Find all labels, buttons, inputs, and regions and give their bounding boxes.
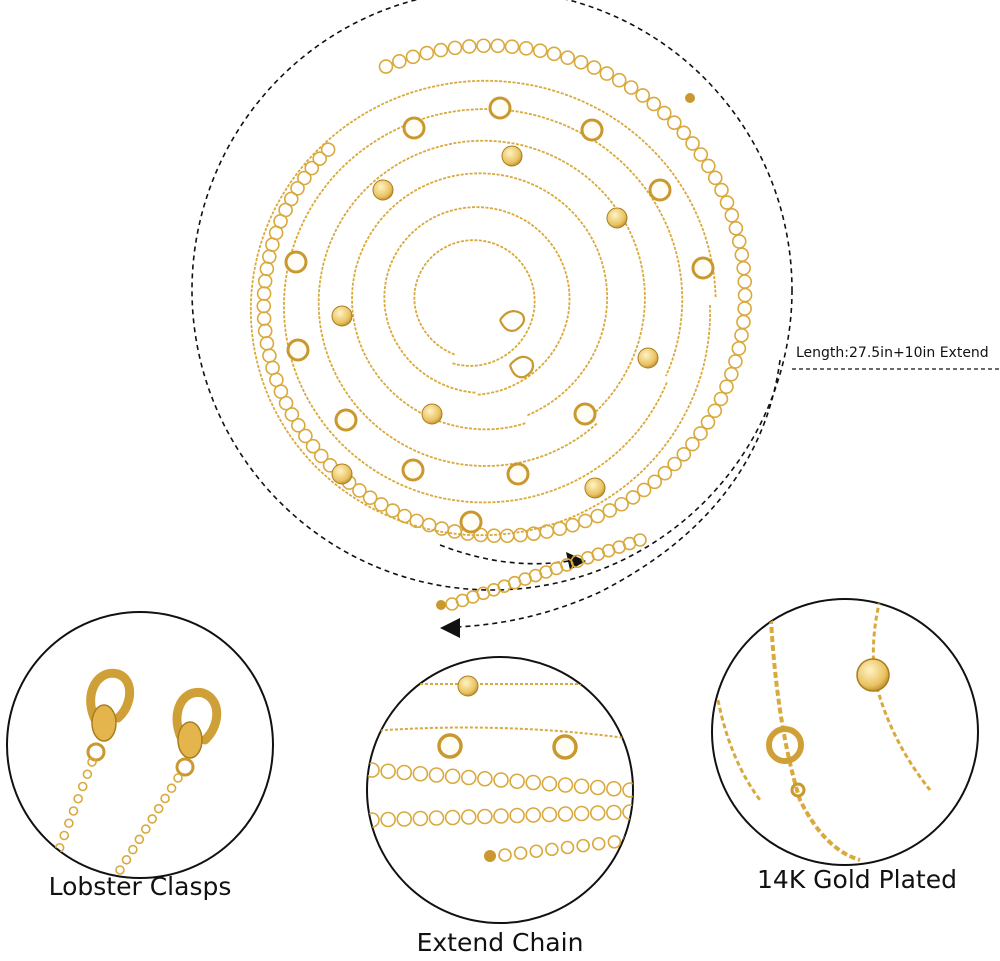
chain-end-bead [685, 93, 695, 103]
caption-extend-chain: Extend Chain [416, 928, 584, 957]
center-clasps [498, 309, 535, 379]
detail-lobster-clasps [6, 611, 274, 879]
length-label: Length:27.5in+10in Extend [796, 345, 989, 361]
extender-tail [445, 533, 647, 611]
length-arrows [439, 359, 781, 628]
caption-gold-plated: 14K Gold Plated [757, 865, 957, 894]
main-necklace [191, 0, 1000, 638]
arrow-head-1 [566, 552, 586, 570]
caption-lobster-clasps: Lobster Clasps [48, 872, 232, 901]
gold-disc-icon [716, 599, 932, 862]
inner-chain-spirals [249, 79, 717, 537]
arrow-head-2 [440, 618, 460, 638]
gold-discs [331, 145, 659, 499]
main-dashed-circle [191, 0, 793, 591]
outer-chain-spiral [256, 38, 753, 544]
detail-extend-chain [366, 656, 634, 924]
detail-gold-plated [711, 598, 979, 866]
crystal-bezels [284, 96, 715, 534]
